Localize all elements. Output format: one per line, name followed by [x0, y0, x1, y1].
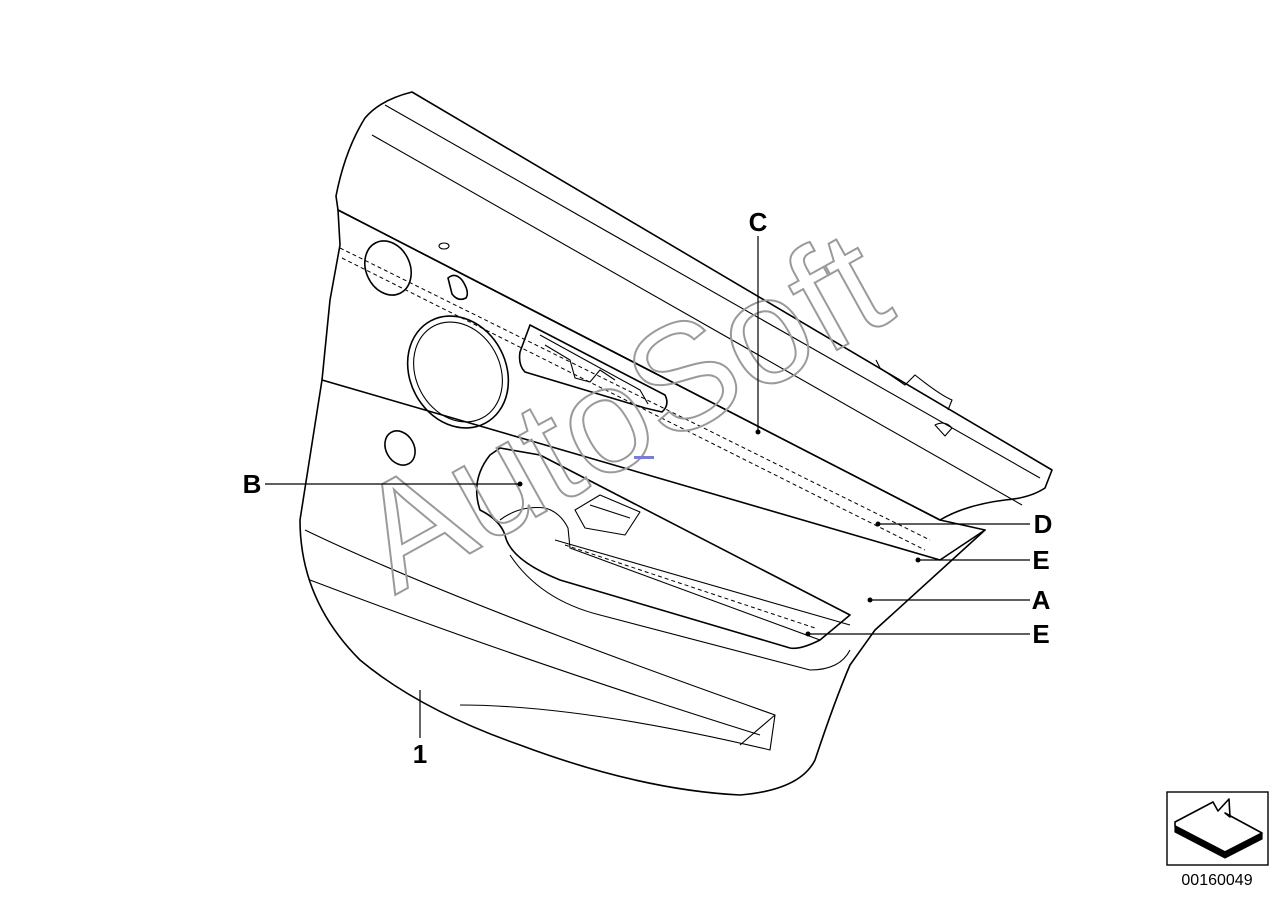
door-handle-recess: [518, 324, 953, 437]
leader-dot-E-lower: [805, 631, 811, 637]
callout-D: D: [1034, 509, 1053, 539]
callout-part-1: 1: [413, 739, 427, 769]
direction-arrow-icon: [1174, 798, 1263, 859]
callout-leaders: [265, 236, 1030, 738]
leader-dot-A: [867, 597, 873, 603]
lower-panel: [299, 379, 986, 796]
leader-dot-B: [517, 481, 523, 487]
leader-dot-E-upper: [915, 557, 921, 563]
callout-E-upper: E: [1032, 545, 1049, 575]
door-panel-drawing: [299, 91, 1053, 796]
speaker-grille: [406, 315, 510, 429]
orientation-icon-box: [1166, 791, 1269, 866]
reference-number: 00160049: [1181, 872, 1252, 889]
callout-labels: C B D E A E 1: [243, 207, 1053, 769]
marker-dash: [634, 456, 654, 459]
callout-E-lower: E: [1032, 619, 1049, 649]
upper-panel: [321, 209, 986, 561]
callout-A: A: [1032, 585, 1051, 615]
callout-C: C: [749, 207, 768, 237]
callout-B: B: [243, 469, 262, 499]
clip-round: [384, 430, 416, 466]
leader-dot-C: [755, 429, 761, 435]
tweeter-grille: [364, 240, 412, 296]
armrest-pull-handle: [475, 447, 851, 671]
leader-dot-D: [875, 521, 881, 527]
lock-knob: [438, 242, 469, 301]
